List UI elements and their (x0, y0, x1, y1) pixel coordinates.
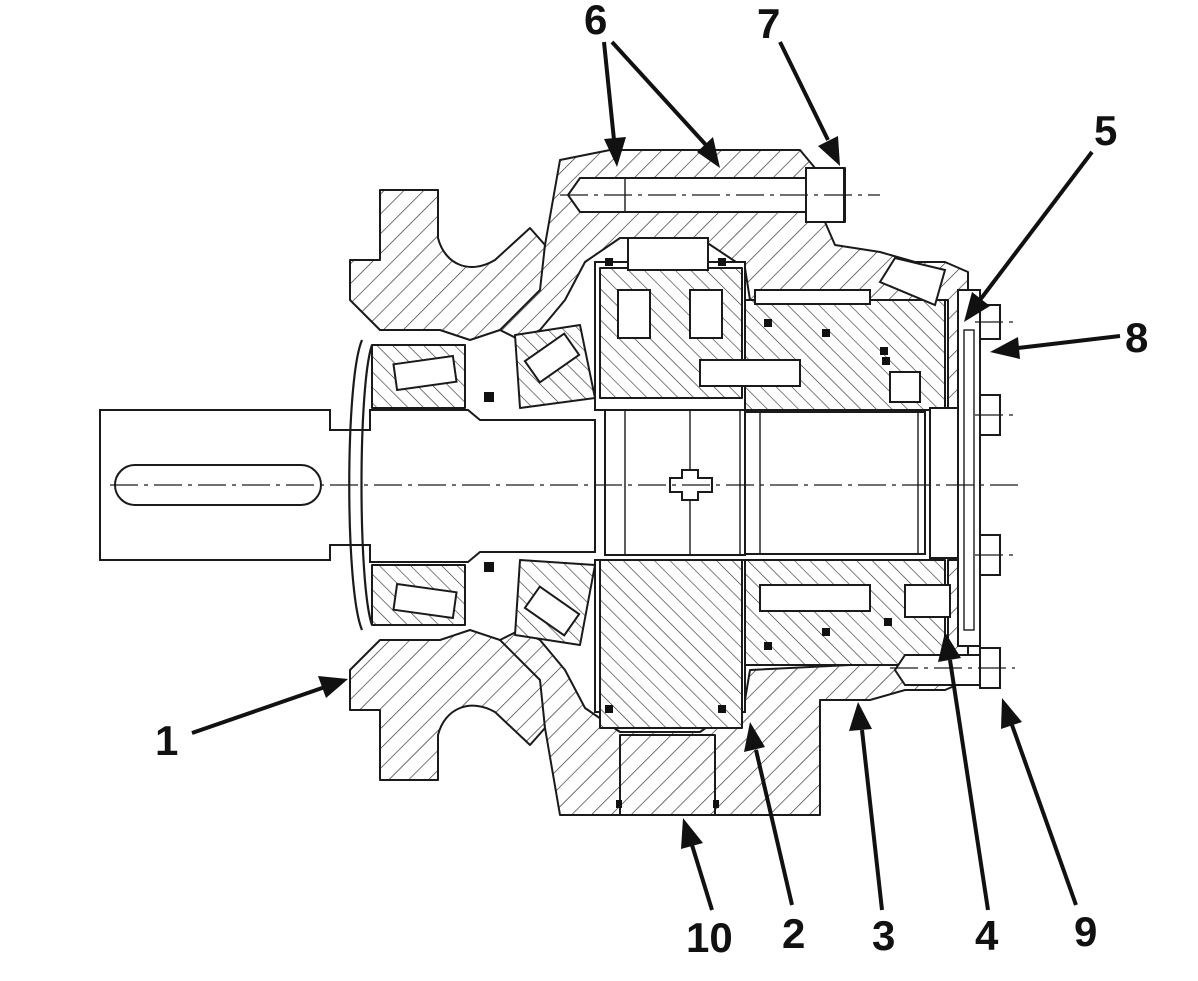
control-piston-bore-lower (904, 584, 951, 618)
swash-top-pad (627, 237, 709, 271)
valve-plate (929, 407, 959, 559)
mounting-flange-upper (349, 189, 546, 341)
o-rings (484, 258, 892, 808)
callout-2: 2 (782, 910, 805, 957)
angled-fitting (878, 256, 947, 307)
callout-1: 1 (155, 717, 178, 764)
port-passage-mid (699, 359, 801, 387)
cover-plate-inner (963, 329, 975, 631)
cover-plate (957, 289, 981, 647)
callout-4: 4 (975, 912, 999, 959)
cylinder-extension (744, 411, 926, 555)
callout-6: 6 (584, 0, 607, 43)
callout-5: 5 (1094, 107, 1117, 154)
callout-3: 3 (872, 912, 895, 959)
swash-inner-block-2 (689, 289, 723, 339)
callout-9: 9 (1074, 908, 1097, 955)
bearing-roller-upper (392, 354, 458, 392)
swash-plate-lower (599, 559, 743, 729)
port-passage-upper (754, 289, 871, 305)
mounting-flange-lower (349, 629, 546, 781)
callout-10: 10 (686, 914, 733, 961)
callout-7: 7 (757, 0, 780, 47)
callout-8: 8 (1125, 314, 1148, 361)
lower-bolt-bore (893, 654, 981, 686)
leader-lines (191, 40, 1121, 911)
port-passage-lower (759, 584, 871, 612)
bearing-roller-lower (392, 582, 458, 620)
rear-roller-upper (523, 332, 581, 384)
top-bolt-bore (566, 177, 811, 213)
bottom-pad (619, 734, 716, 816)
rear-roller-lower (523, 585, 581, 637)
control-piston-bore (889, 371, 921, 403)
drive-shaft (99, 409, 596, 563)
swash-inner-block (617, 289, 651, 339)
